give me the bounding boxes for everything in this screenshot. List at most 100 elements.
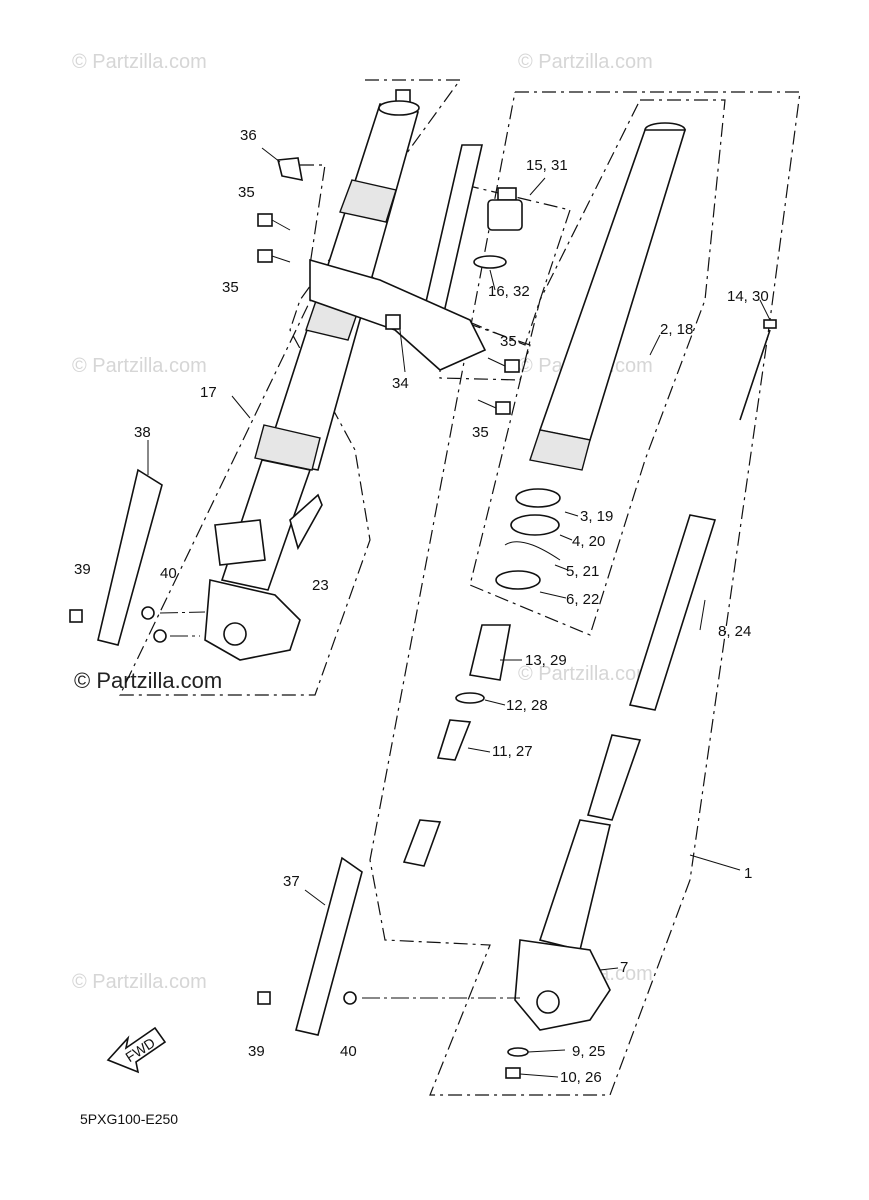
oil-seal	[510, 514, 560, 536]
leader	[519, 1073, 559, 1078]
callout-39: 39	[74, 561, 91, 578]
bolt-shank	[487, 357, 506, 367]
diagram-code: 5PXG100-E250	[80, 1111, 178, 1127]
leader	[539, 591, 567, 599]
callout-4-20: 4, 20	[572, 533, 605, 550]
damper-cap-body	[487, 199, 523, 231]
bolt-35a	[257, 213, 291, 231]
callout-35: 35	[222, 279, 239, 296]
callout-13-29: 13, 29	[525, 652, 567, 669]
bolt-39	[257, 991, 271, 1005]
rod-nut	[763, 319, 777, 329]
collar	[455, 692, 485, 704]
left-fork-assembly	[204, 89, 420, 661]
watermark-large: © Partzilla.com	[74, 668, 222, 693]
dust-seal	[254, 424, 321, 471]
leader	[529, 177, 546, 196]
leader	[399, 329, 406, 373]
leader	[564, 511, 579, 517]
bolt-shank	[477, 399, 497, 409]
watermark: © Partzilla.com	[518, 51, 653, 73]
outline-left-fork	[119, 79, 462, 696]
center-line	[159, 611, 206, 614]
dust-seal	[529, 429, 591, 471]
washer	[507, 1047, 529, 1057]
fwd-arrow-icon	[106, 1026, 167, 1074]
callout-15-31: 15, 31	[526, 157, 568, 174]
leader	[484, 699, 506, 706]
axle-hole	[223, 622, 247, 646]
leader	[304, 889, 326, 906]
right-fork-assembly	[402, 122, 777, 1079]
fork-guards	[69, 468, 363, 1036]
callout-14-30: 14, 30	[727, 288, 769, 305]
bolt-35b	[257, 249, 291, 263]
steering-clamp	[309, 144, 487, 371]
leader	[699, 599, 706, 631]
watermark: © Partzilla.com	[518, 663, 653, 685]
bolt-35d	[477, 399, 511, 415]
spring-upper	[436, 719, 472, 761]
callout-36: 36	[240, 127, 257, 144]
callout-10-26: 10, 26	[560, 1069, 602, 1086]
watermark: © Partzilla.com	[72, 971, 207, 993]
bolts	[257, 213, 520, 415]
bottom-bolt	[505, 1067, 521, 1079]
callout-38: 38	[134, 424, 151, 441]
callout-11-27: 11, 27	[492, 743, 533, 760]
fork-guard-left	[97, 468, 163, 646]
damper-cylinder	[628, 514, 717, 711]
callout-37: 37	[283, 873, 300, 890]
bolt-39	[69, 609, 83, 623]
center-lines	[159, 611, 520, 999]
leader	[261, 147, 281, 163]
callout-23: 23	[312, 577, 329, 594]
oil-seal	[515, 488, 561, 508]
callout-7: 7	[620, 959, 628, 976]
fork-guard-right	[295, 856, 363, 1036]
callout-6-22: 6, 22	[566, 591, 599, 608]
outline-right-fork	[369, 91, 801, 1096]
watermark: © Partzilla.com	[72, 355, 207, 377]
bolt-shank	[271, 219, 291, 231]
o-ring	[473, 255, 507, 269]
callout-5-21: 5, 21	[566, 563, 599, 580]
leader	[759, 299, 771, 321]
callout-3-19: 3, 19	[580, 508, 613, 525]
callout-2-18: 2, 18	[660, 321, 693, 338]
leader	[649, 334, 661, 356]
collar-40	[141, 606, 155, 620]
damper-cap-top	[497, 187, 517, 201]
callout-16-32: 16, 32	[488, 283, 530, 300]
clamp-band	[339, 179, 397, 223]
leader	[527, 1049, 566, 1053]
callout-9-25: 9, 25	[572, 1043, 605, 1060]
leader	[231, 395, 251, 419]
callouts: 36 35 35 15, 31 16, 32 14, 30 2, 18 35 3…	[74, 127, 769, 1086]
callout-34: 34	[392, 375, 409, 392]
callout-12-28: 12, 28	[506, 697, 548, 714]
bolt-head	[257, 213, 273, 227]
fwd-arrow: FWD	[106, 1026, 167, 1074]
bolt-head	[504, 359, 520, 373]
axle-bracket	[204, 579, 301, 661]
dust-seal-ring	[495, 570, 541, 590]
bolt-35c	[487, 357, 520, 373]
callout-39: 39	[248, 1043, 265, 1060]
outer-slider-right	[538, 819, 611, 951]
label-plate	[276, 157, 303, 182]
callout-35: 35	[472, 424, 489, 441]
axle-bracket	[514, 939, 611, 1031]
brake-hose-bracket	[289, 493, 323, 551]
bolt-head	[495, 401, 511, 415]
leader	[559, 534, 573, 541]
bracket-nut	[385, 314, 401, 330]
callout-40: 40	[160, 565, 177, 582]
axle-hole	[536, 990, 560, 1014]
leader-lines	[147, 147, 771, 1078]
collar-40	[343, 991, 357, 1005]
callout-8-24: 8, 24	[718, 623, 751, 640]
bolt-head	[257, 249, 273, 263]
tube-top	[378, 100, 420, 116]
